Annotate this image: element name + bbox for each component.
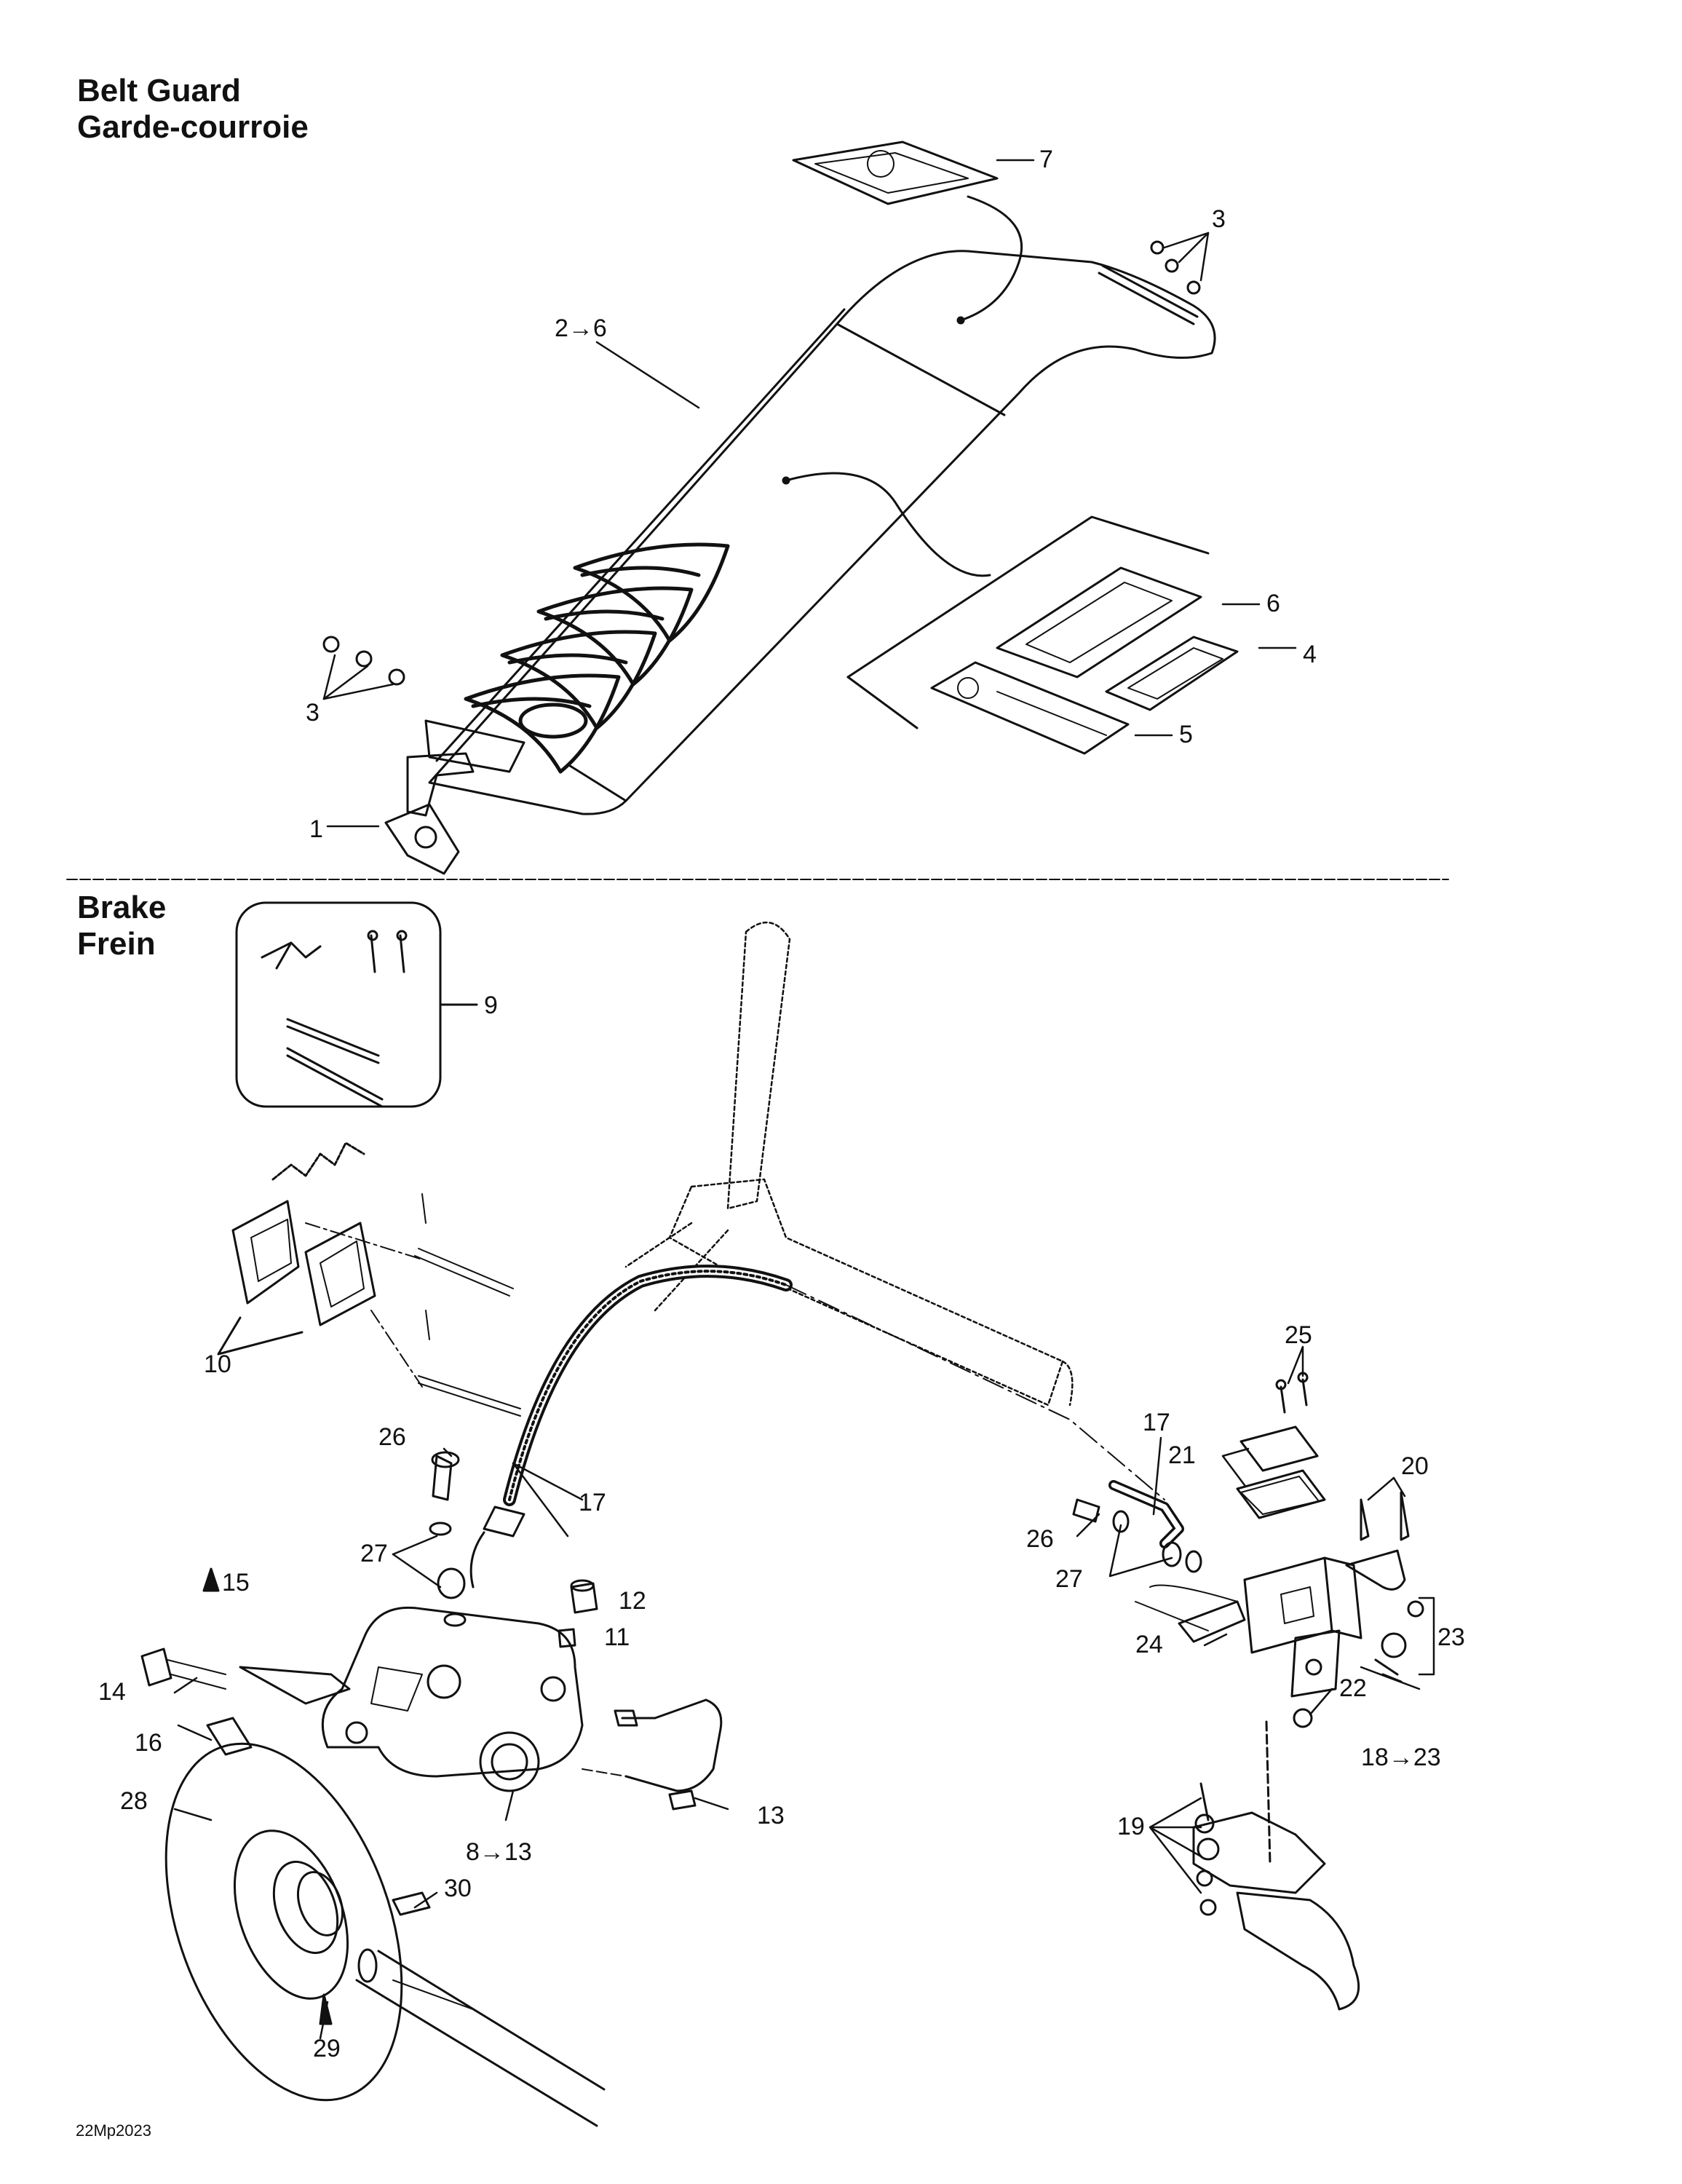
callout-23: 23 [1437, 1623, 1465, 1651]
nuts-part-3-right [1150, 240, 1201, 295]
belt-guard-title: Belt Guard Garde-courroie [77, 73, 309, 146]
caliper-bolt-part-14 [140, 1647, 226, 1690]
decal-part-5 [930, 661, 1130, 755]
callout-6: 6 [1266, 590, 1280, 617]
callout-11: 11 [604, 1623, 630, 1651]
spring-clip [271, 1142, 365, 1181]
brake-hose-part-17 [469, 1265, 1165, 1588]
callout-10: 10 [204, 1350, 231, 1378]
brake-title: Brake Frein [77, 890, 166, 962]
belt-guard-title-fr: Garde-courroie [77, 109, 309, 145]
leader-decal-7 [959, 195, 1023, 322]
callout-14: 14 [98, 1678, 126, 1706]
clip-part-16 [206, 1717, 253, 1756]
key-part-30 [392, 1891, 431, 1916]
callout-17-left: 17 [579, 1489, 606, 1516]
decal-part-6 [996, 566, 1202, 678]
lubricant-drop-15 [202, 1567, 220, 1592]
guard-rod [1098, 264, 1199, 325]
callout-17-right: 17 [1143, 1409, 1170, 1436]
brake-title-en: Brake [77, 890, 167, 925]
belt-guard-title-en: Belt Guard [77, 73, 241, 108]
handlebar [624, 921, 1074, 1406]
callout-4: 4 [1303, 641, 1317, 668]
callout-3-left: 3 [306, 699, 320, 727]
callout-22: 22 [1339, 1674, 1367, 1702]
callout-25: 25 [1285, 1321, 1312, 1349]
brake-title-fr: Frein [77, 926, 156, 962]
leader-lines-brake [173, 1345, 1435, 2040]
banjo-bolt-part-26-right [1072, 1498, 1202, 1573]
callout-26-left: 26 [378, 1423, 406, 1451]
leader-cover-decals [785, 472, 991, 577]
callout-27-right: 27 [1055, 1565, 1083, 1593]
callout-29: 29 [313, 2035, 341, 2062]
decal-part-7 [792, 141, 999, 205]
callout-3-right: 3 [1212, 205, 1226, 233]
callout-1: 1 [309, 815, 323, 843]
callout-28: 28 [120, 1787, 148, 1815]
brake-pads-part-10 [217, 1200, 376, 1356]
nut-part-22 [1293, 1708, 1313, 1728]
callout-21: 21 [1168, 1441, 1196, 1469]
callout-13: 13 [757, 1802, 785, 1829]
callout-18-23: 18→23 [1361, 1744, 1441, 1771]
callout-24: 24 [1135, 1631, 1163, 1658]
master-cylinder-part-18 [1243, 1556, 1362, 1698]
bracket-part-1 [384, 752, 475, 875]
pivot-line [1265, 1720, 1272, 1865]
caliper-assembly-part-8 [321, 1606, 584, 1792]
nuts-part-3-left [322, 636, 405, 686]
callout-9: 9 [484, 992, 498, 1019]
callout-27-left: 27 [360, 1540, 388, 1567]
kit-part-9-contents [261, 930, 478, 1108]
callout-30: 30 [444, 1875, 472, 1902]
callout-7: 7 [1039, 146, 1053, 173]
adjuster-parts-23 [1374, 1600, 1424, 1683]
belt-guard-cover [424, 250, 1216, 815]
callout-12: 12 [619, 1587, 646, 1615]
drawing-code: 22Mp2023 [76, 2121, 151, 2140]
caliper-bracket [239, 1666, 351, 1705]
clamp-screws-part-20 [1345, 1491, 1410, 1591]
callout-19: 19 [1117, 1813, 1145, 1840]
decal-inset-frame [846, 515, 1210, 729]
callout-2-6: 2→6 [555, 314, 607, 342]
reservoir-cover-parts-21 [1236, 1425, 1326, 1519]
decal-part-4 [1105, 636, 1239, 711]
callout-15: 15 [222, 1569, 250, 1597]
drive-shaft [355, 1948, 606, 2127]
banjo-bolt-part-26-left [429, 1451, 467, 1627]
callout-26-right: 26 [1026, 1525, 1054, 1553]
callout-20: 20 [1401, 1452, 1429, 1480]
callout-16: 16 [135, 1729, 162, 1757]
vent-grilles [464, 542, 730, 774]
callout-8-13: 8→13 [466, 1838, 532, 1866]
brake-line-part-13 [582, 1698, 723, 1811]
brake-disc-part-28 [164, 1742, 403, 2102]
callout-5: 5 [1179, 721, 1193, 748]
pad-pins [305, 1193, 521, 1417]
leader-lines-belt-guard [322, 159, 1297, 828]
screws-part-25 [1275, 1372, 1309, 1414]
brake-switch-part-24 [1135, 1584, 1246, 1643]
bleeder-parts-11-12 [558, 1579, 598, 1648]
brake-lever-part-19 [1192, 1782, 1360, 2011]
callout-labels: 1 2→6 3 3 4 5 6 7 9 10 26 17 27 15 12 11… [98, 146, 1465, 2062]
hose-fitting-17-right [1108, 1480, 1184, 1548]
